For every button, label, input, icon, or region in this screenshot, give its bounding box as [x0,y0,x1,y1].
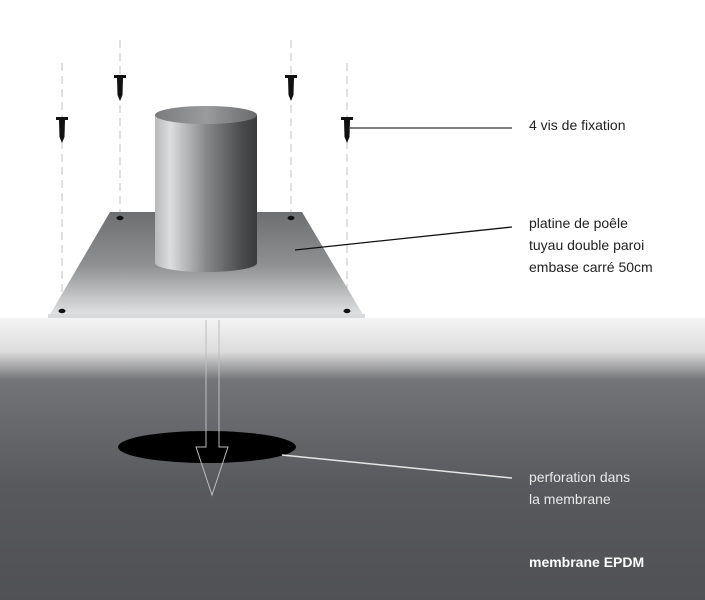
label-plate-line3: embase carré 50cm [529,259,653,275]
label-plate-line1: platine de poêle [529,215,628,231]
leader-line-hole [281,454,513,479]
label-screws: 4 vis de fixation [529,117,626,133]
leader-line-plate [294,226,513,251]
down-arrow-icon [195,320,229,497]
membrane-hole [118,431,296,463]
label-plate-line2: tuyau double paroi [529,237,645,253]
epdm-membrane [0,318,705,600]
label-membrane: membrane EPDM [529,554,645,570]
screw-guide-lines [61,40,348,312]
label-hole-line1: perforation dans [529,469,631,485]
fixing-screws [56,75,353,143]
label-hole-line2: la membrane [529,491,611,507]
double-wall-pipe [155,106,257,272]
